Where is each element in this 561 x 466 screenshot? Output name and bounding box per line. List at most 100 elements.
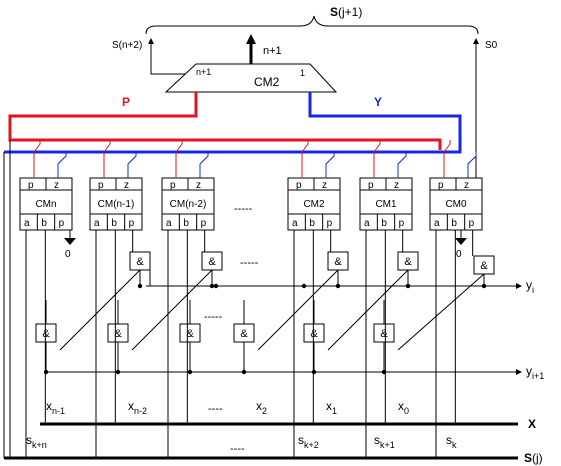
s-label-3: sk xyxy=(446,433,457,450)
ground-cm0: 0 xyxy=(455,230,467,260)
tap-y-0 xyxy=(57,152,67,178)
dashes-lower: ----- xyxy=(204,311,223,323)
cm2-left-pin: n+1 xyxy=(196,67,211,77)
cm-module-name: CM0 xyxy=(445,199,467,210)
and-gate-label: & xyxy=(480,260,488,272)
x-label-0: xn-1 xyxy=(46,399,65,416)
s-label-sub: k xyxy=(452,440,457,450)
cm-pin-p-out: p xyxy=(129,218,135,229)
cm-pin-a: a xyxy=(292,218,298,229)
dashes-upper: ----- xyxy=(240,257,259,269)
tap-p-0 xyxy=(33,140,41,178)
tap-p-2 xyxy=(175,140,183,178)
x-label-1: xn-2 xyxy=(128,399,147,416)
x-label-sub: 0 xyxy=(404,406,409,416)
and-gate-label: & xyxy=(42,328,50,340)
cm-pin-b: b xyxy=(41,218,47,229)
cm-pin-p-out: p xyxy=(201,218,207,229)
and-gate-upper-3: & xyxy=(397,251,419,271)
and-gate-lower-1: & xyxy=(107,323,129,343)
cm-pin-z: z xyxy=(464,180,469,191)
label-s-n2: S(n+2) xyxy=(112,40,142,51)
svg-text:0: 0 xyxy=(65,249,71,260)
cm-pin-z: z xyxy=(54,180,59,191)
and-gates-upper: &&&&& xyxy=(129,251,495,275)
s-label-base: s xyxy=(26,433,32,447)
dot-yi-2 xyxy=(335,283,341,289)
and-gate-lower-3: & xyxy=(233,323,255,343)
x-label-base: x xyxy=(128,399,134,413)
cm-pin-a: a xyxy=(364,218,370,229)
x-label-base: x xyxy=(256,399,262,413)
and-gate-upper-2: & xyxy=(327,251,349,271)
tap-y-3 xyxy=(325,152,335,178)
and-gate-label: & xyxy=(136,256,144,268)
and-gate-lower-0: & xyxy=(35,323,57,343)
cm-pin-p: p xyxy=(438,180,444,191)
wire-diag-0 xyxy=(59,269,141,351)
dot-yi1-2 xyxy=(187,369,193,375)
dot-yi-extra2 xyxy=(301,283,307,289)
dot-yi-3 xyxy=(405,283,411,289)
dot-yi-extra xyxy=(213,283,219,289)
x-label-base: x xyxy=(398,399,404,413)
wire-diag-1 xyxy=(131,269,213,351)
x-label-sub: 2 xyxy=(262,406,267,416)
dot-yi1-5 xyxy=(381,369,387,375)
dashes-x: ---- xyxy=(208,403,223,415)
cm-module-name: CM(n-1) xyxy=(98,199,135,210)
cm-pin-p-out: p xyxy=(469,218,475,229)
arrow-n1-top xyxy=(246,34,256,44)
cm-pin-p: p xyxy=(98,180,104,191)
bus-p xyxy=(8,92,442,150)
dot-yi1-1 xyxy=(115,369,121,375)
cm-pin-a: a xyxy=(434,218,440,229)
svg-text:0: 0 xyxy=(456,249,462,260)
tap-p-5 xyxy=(443,140,451,178)
s-label-0: sk+n xyxy=(26,433,47,450)
dashes-s: ---- xyxy=(230,443,245,455)
interconnect-wires xyxy=(3,140,487,458)
cm-pin-z: z xyxy=(196,180,201,191)
cm-module-name: CM(n-2) xyxy=(170,199,207,210)
cm-module-name: CM2 xyxy=(303,199,325,210)
cm-module-name: CM1 xyxy=(375,199,397,210)
and-gate-label: & xyxy=(380,328,388,340)
cm2-top-block xyxy=(164,63,338,93)
and-gate-label: & xyxy=(114,328,122,340)
s-label-2: sk+1 xyxy=(374,433,395,450)
cm-pin-p: p xyxy=(28,180,34,191)
wire-diag-2 xyxy=(257,269,339,351)
label-p: P xyxy=(122,95,130,109)
cm-pin-a: a xyxy=(24,218,30,229)
arrow-yi xyxy=(516,283,522,289)
and-gate-lower-4: & xyxy=(303,323,325,343)
cm-pin-b: b xyxy=(381,218,387,229)
s-label-sub: k+2 xyxy=(304,440,319,450)
and-gate-label: & xyxy=(334,256,342,268)
label-yi1: yi+1 xyxy=(526,364,544,381)
dot-yi-0 xyxy=(137,283,143,289)
label-y: Y xyxy=(374,95,382,109)
and-gate-label: & xyxy=(186,328,194,340)
cm-module-name: CMn xyxy=(35,199,56,210)
dot-yi-1 xyxy=(209,283,215,289)
s-label-sub: k+1 xyxy=(380,440,395,450)
and-gate-label: & xyxy=(404,256,412,268)
cm-pin-b: b xyxy=(309,218,315,229)
cm-pin-z: z xyxy=(394,180,399,191)
cm-pin-a: a xyxy=(94,218,100,229)
dot-yi1-3 xyxy=(241,369,247,375)
cm-pin-a: a xyxy=(166,218,172,229)
cm-pin-p-out: p xyxy=(399,218,405,229)
cm-pin-z: z xyxy=(124,180,129,191)
wire-diag-4 xyxy=(397,273,485,351)
